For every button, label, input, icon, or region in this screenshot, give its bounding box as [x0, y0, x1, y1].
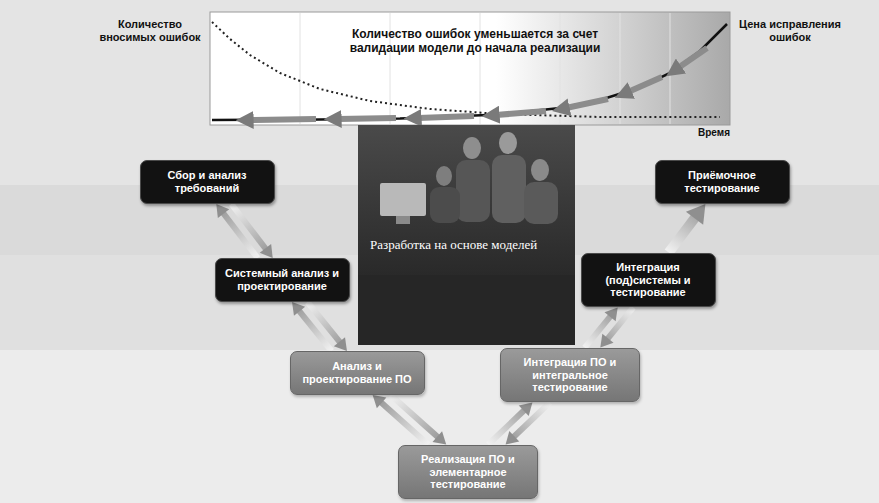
box-text: Разработка на основе моделей — [370, 237, 567, 253]
flow-arrow — [216, 204, 272, 258]
process-box: Анализ и проектирование ПО — [290, 351, 425, 395]
process-box: Системный анализ и проектирование — [215, 258, 350, 302]
photo-panel: Разработка на основе моделей — [358, 125, 575, 345]
flow-arrow — [373, 395, 447, 445]
box-text: Сбор и анализ требований — [148, 169, 267, 195]
team-photo — [358, 125, 575, 345]
process-box: Сбор и анализ требований — [140, 160, 275, 204]
flow-arrow — [488, 402, 550, 444]
chart-label: Цена исправления ошибок — [738, 18, 842, 44]
box-text: Анализ и проектирование ПО — [298, 360, 417, 386]
error-chart — [210, 12, 730, 125]
flow-arrow — [585, 307, 633, 347]
chart-label: Количество ошибок уменьшается за счет ва… — [330, 27, 620, 56]
box-text: Реализация ПО и элементарное тестировани… — [406, 453, 530, 492]
box-text: Приёмочное тестирование — [663, 169, 782, 195]
flow-arrow — [669, 204, 706, 253]
chart-label: Количество вносимых ошибок — [95, 18, 205, 44]
band — [0, 350, 879, 503]
process-box: Реализация ПО и элементарное тестировани… — [398, 445, 538, 500]
process-box: Приёмочное тестирование — [655, 160, 790, 204]
process-box: Интеграция (под)системы и тестирование — [581, 253, 716, 308]
flow-arrow — [292, 302, 347, 351]
box-text: Интеграция ПО и интегральное тестировани… — [508, 356, 632, 395]
process-box: Интеграция ПО и интегральное тестировани… — [500, 348, 640, 403]
chart-label: Время — [686, 127, 742, 139]
box-text: Интеграция (под)системы и тестирование — [589, 261, 708, 300]
box-text: Системный анализ и проектирование — [223, 267, 342, 293]
